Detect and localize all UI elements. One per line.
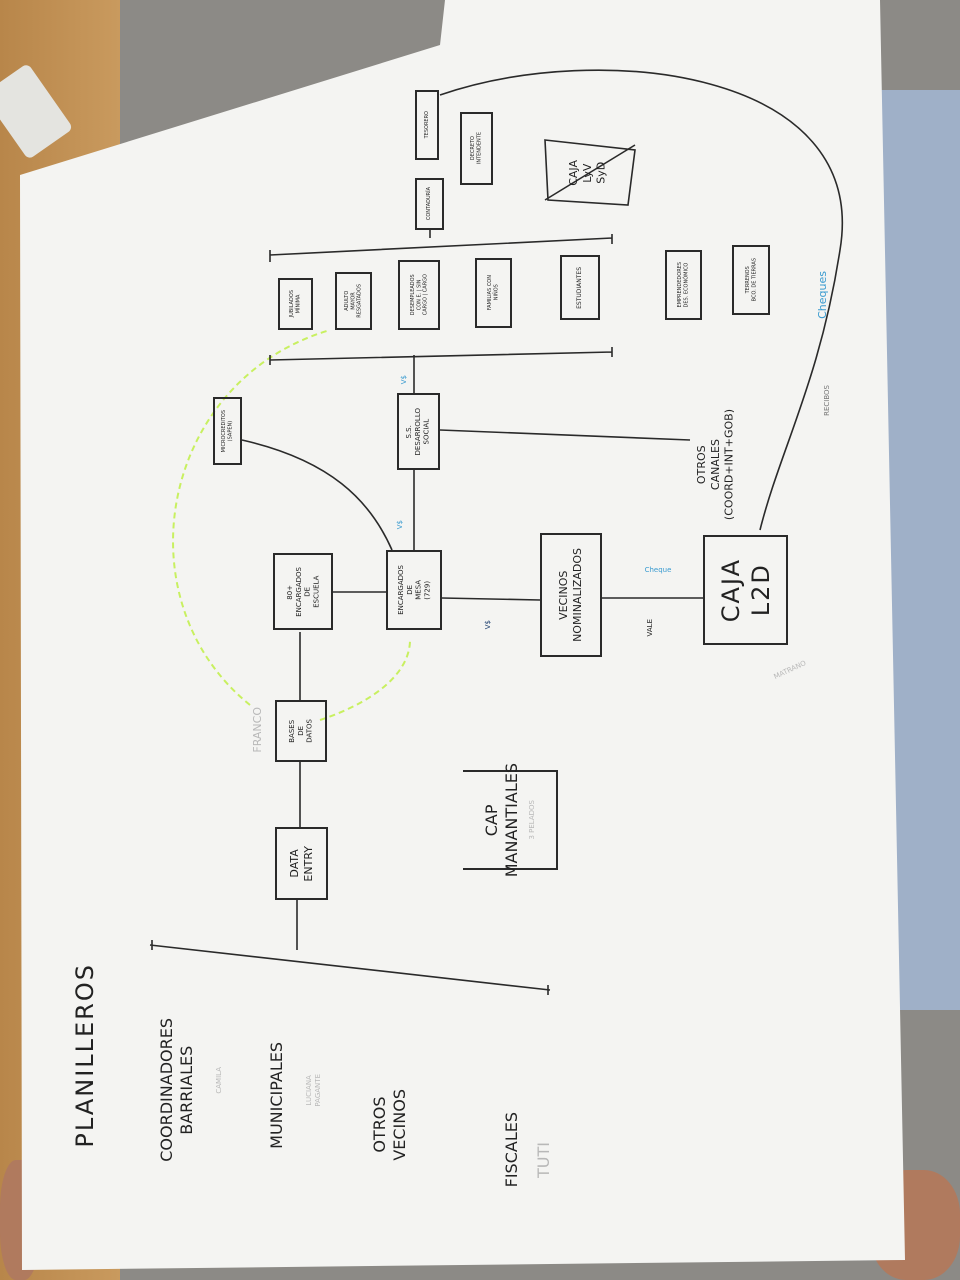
label-v-vecinos: V$	[483, 620, 492, 630]
box-encargados-mesa: ENCARGADOS DE MESA (729)	[386, 550, 442, 630]
group-municipales: MUNICIPALES	[267, 1041, 286, 1149]
box-ss-desarrollo-social: S.S. DESARROLLO SOCIAL	[397, 393, 440, 470]
box-tesorero: TESORERO	[415, 90, 439, 160]
box-caja-l2d: CAJA L2D	[703, 535, 788, 645]
note-camila: CAMILA	[214, 1066, 223, 1094]
crossed-box	[544, 139, 636, 206]
box-terrenos: TERRENOS BCO. DE TIERRAS	[732, 245, 770, 315]
label-cheque: Cheque	[644, 566, 672, 574]
label-v-ss: V$	[399, 375, 408, 385]
planilleros-title: PLANILLEROS	[71, 962, 99, 1148]
note-tuti: TUTI	[534, 1142, 553, 1178]
group-fiscales: FISCALES	[502, 1112, 521, 1188]
box-estudiantes: ESTUDIANTES	[560, 255, 600, 320]
note-luciana: LUCIANA PAGANTE	[305, 1073, 322, 1107]
green-marker-arc	[172, 329, 331, 706]
group-bracket	[269, 234, 613, 262]
box-desempleados: DESEMPLEADOS CON E. | SIN CARGO | CARGO	[398, 260, 440, 330]
box-adulto-mayor: ADULTO MAYOR RESGATADOS	[335, 272, 372, 330]
box-jubilados: JUBILADOS MÍNIMA	[278, 278, 313, 330]
note-franco: FRANCO	[250, 707, 264, 753]
box-encargados-escuela: 80+ ENCARGADOS DE ESCUELA	[273, 553, 333, 630]
group-coordinadores: COORDINADORES BARRIALES	[157, 1018, 196, 1162]
bottom-bracket	[149, 900, 551, 995]
box-emprendedores: EMPRENDEDORES DES. ECONÓMICO	[665, 250, 702, 320]
group-otros-vecinos: OTROS VECINOS	[369, 1089, 409, 1161]
label-recibos: RECIBOS	[822, 384, 831, 416]
connector	[439, 429, 691, 441]
big-curve	[439, 69, 843, 531]
note-cap: 3 PELADOS	[528, 800, 537, 840]
box-caja-lyv-crossed: CAJA LyV SyD	[566, 159, 608, 186]
connector	[241, 439, 393, 551]
label-otros-canales: OTROS CANALES (COORD+INT+GOB)	[694, 409, 736, 521]
paper-sheet	[20, 0, 905, 1270]
label-cheques: Cheques	[815, 271, 829, 319]
box-vecinos-nominalizados: VECINOS NOMINALIZADOS	[540, 533, 602, 657]
group-bracket	[269, 347, 613, 365]
box-familias: FAMILIAS CON NIÑOS	[475, 258, 512, 328]
box-data-entry: DATA ENTRY	[275, 827, 328, 900]
remote-control	[0, 65, 72, 158]
label-vale: VALE	[645, 618, 654, 637]
label-v-mesa: V$	[395, 520, 404, 530]
box-microcreditos: MICROCREDITOS (SAPEN)	[213, 397, 242, 465]
box-decreto-intendente: DECRETO INTENDENTE	[460, 112, 493, 185]
connector	[441, 597, 541, 601]
cap-label: CAP MANANTIALES	[482, 762, 522, 878]
box-contaduria: CONTADURÍA	[415, 178, 444, 230]
box-bases-de-datos: BASES DE DATOS	[275, 700, 327, 762]
box-cap-manantiales: CAP MANANTIALES 3 PELADOS	[463, 763, 558, 877]
